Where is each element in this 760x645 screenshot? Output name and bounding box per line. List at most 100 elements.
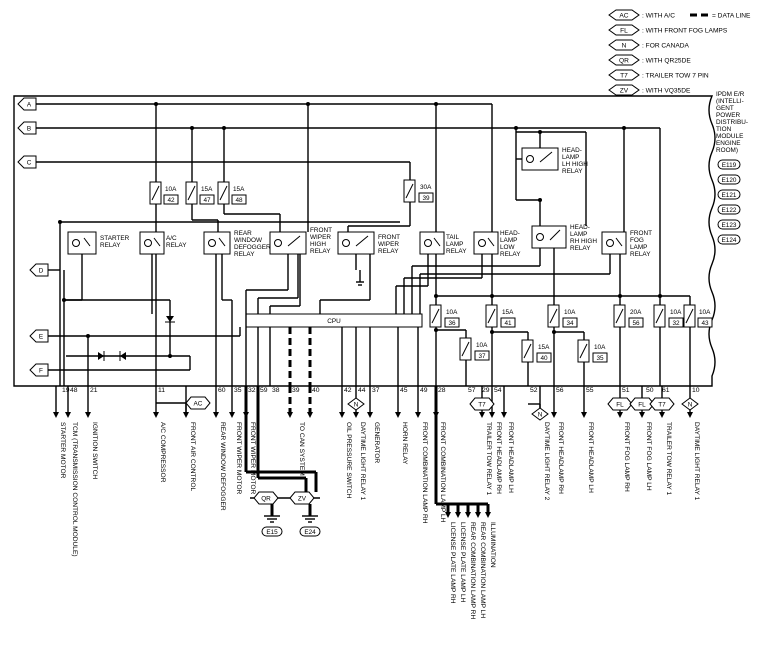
arrow-icon xyxy=(455,512,461,518)
arrow-icon xyxy=(581,412,587,418)
svg-text:42: 42 xyxy=(167,197,175,204)
svg-text:: WITH A/C: : WITH A/C xyxy=(642,13,675,20)
svg-text:ZV: ZV xyxy=(620,88,629,95)
arrow-icon xyxy=(353,412,359,418)
svg-text:DEFOGGER: DEFOGGER xyxy=(234,244,271,251)
ground-point-e24: E24 xyxy=(299,526,321,537)
svg-text:ZV: ZV xyxy=(298,496,307,503)
bottom-output-wire: REAR COMBINATION LAMP LH xyxy=(475,504,486,618)
output-label: FRONT FOG LAMP RH xyxy=(623,422,630,492)
pin-number: 45 xyxy=(400,387,408,394)
svg-text:: WITH VQ35DE: : WITH VQ35DE xyxy=(642,88,691,95)
pin-number: 55 xyxy=(586,387,594,394)
input-tag-a: A xyxy=(17,97,37,111)
option-tag: N xyxy=(528,403,549,421)
svg-text:TION: TION xyxy=(716,126,732,133)
pin-number: 49 xyxy=(420,387,428,394)
svg-text:A: A xyxy=(27,102,32,109)
option-tag: FL xyxy=(607,397,633,411)
svg-text:N: N xyxy=(354,402,359,409)
svg-text:RELAY: RELAY xyxy=(500,251,521,258)
arrow-icon xyxy=(229,412,235,418)
cpu-block: CPU xyxy=(245,313,423,328)
pin-number: 59 xyxy=(260,387,268,394)
arrow-icon xyxy=(367,412,373,418)
option-tags: AC N T7 N FL FL T7 N xyxy=(156,396,699,421)
arrow-icon xyxy=(489,412,495,418)
connector-tag: E120 xyxy=(717,174,741,185)
svg-text:E120: E120 xyxy=(722,177,737,184)
svg-text:(INTELLI-: (INTELLI- xyxy=(716,98,744,105)
svg-text:WIPER: WIPER xyxy=(378,241,399,248)
svg-text:LH HIGH: LH HIGH xyxy=(562,161,588,168)
output-label: GENERATOR xyxy=(373,422,380,463)
option-tag: AC xyxy=(156,396,211,416)
arrow-icon xyxy=(475,512,481,518)
arrow-icon xyxy=(617,412,623,418)
output-wire: REAR WINDOW DEFOGGER xyxy=(213,386,226,511)
svg-text:34: 34 xyxy=(566,320,574,327)
output-wire: A/C COMPRESSOR xyxy=(153,386,166,483)
svg-text:FL: FL xyxy=(616,402,624,409)
output-label: TRAILER TOW RELAY 1 xyxy=(485,422,492,495)
svg-text:MODULE: MODULE xyxy=(716,133,743,140)
svg-text:15A: 15A xyxy=(538,344,550,351)
arrow-icon xyxy=(415,412,421,418)
output-label: FRONT COMBINATION LAMP LH xyxy=(439,422,446,523)
svg-text:37: 37 xyxy=(478,353,486,360)
connector-tag: E123 xyxy=(717,219,741,230)
output-label: TCM (TRANSMISSION CONTROL MODULE) xyxy=(71,422,78,557)
output-label: FRONT HEADLAMP LH xyxy=(587,422,594,493)
svg-text:POWER: POWER xyxy=(716,112,741,119)
pin-number: 35 xyxy=(234,387,242,394)
svg-text:41: 41 xyxy=(504,320,512,327)
junctions xyxy=(58,102,662,358)
pin-number: 42 xyxy=(344,387,352,394)
input-tag-b: B xyxy=(17,121,37,135)
svg-text:QR: QR xyxy=(261,496,271,503)
output-wire: DAYTIME LIGHT RELAY 2 xyxy=(537,386,550,501)
ground-symbol xyxy=(264,515,280,523)
arrow-icon xyxy=(213,412,219,418)
svg-text:10A: 10A xyxy=(699,309,711,316)
legend-item: FL : WITH FRONT FOG LAMPS xyxy=(608,24,728,36)
output-wire: TO CAN SYSTEM xyxy=(287,386,313,476)
output-label: FRONT WIPER MOTOR xyxy=(249,422,256,495)
output-label: LICENSE PLATE LAMP RH xyxy=(449,522,456,604)
output-wire: FRONT HEADLAMP RH xyxy=(551,386,564,494)
option-tag: N xyxy=(347,397,365,411)
svg-text:QR: QR xyxy=(619,58,629,65)
output-label: STARTER MOTOR xyxy=(59,422,66,479)
pin-number: 29 xyxy=(482,387,490,394)
ground-symbol xyxy=(302,515,318,523)
output-label: FRONT FOG LAMP LH xyxy=(645,422,652,491)
arrow-icon xyxy=(479,412,485,418)
output-wire: FRONT HEADLAMP RH xyxy=(489,386,502,494)
svg-text:RELAY: RELAY xyxy=(630,251,651,258)
arrow-icon xyxy=(339,412,345,418)
svg-text:48: 48 xyxy=(235,197,243,204)
bottom-output-wire: LICENSE PLATE LAMP RH xyxy=(445,504,456,604)
svg-text:HEAD-: HEAD- xyxy=(570,224,590,231)
output-wires: STARTER MOTOR TCM (TRANSMISSION CONTROL M… xyxy=(53,386,700,557)
power-buses xyxy=(36,103,660,371)
bottom-output-wire: ILLUMINATION xyxy=(485,504,496,568)
output-label: REAR WINDOW DEFOGGER xyxy=(219,422,226,511)
svg-text:FRONT: FRONT xyxy=(378,234,400,241)
svg-text:20A: 20A xyxy=(630,309,642,316)
svg-text:56: 56 xyxy=(632,320,640,327)
svg-text:10A: 10A xyxy=(594,344,606,351)
connector-tag: E119 xyxy=(717,159,741,170)
input-tag-d: D xyxy=(29,263,49,277)
pin-number: 28 xyxy=(438,387,446,394)
pin-number: 60 xyxy=(218,387,226,394)
legend-item: T7 : TRAILER TOW 7 PIN xyxy=(608,69,709,81)
